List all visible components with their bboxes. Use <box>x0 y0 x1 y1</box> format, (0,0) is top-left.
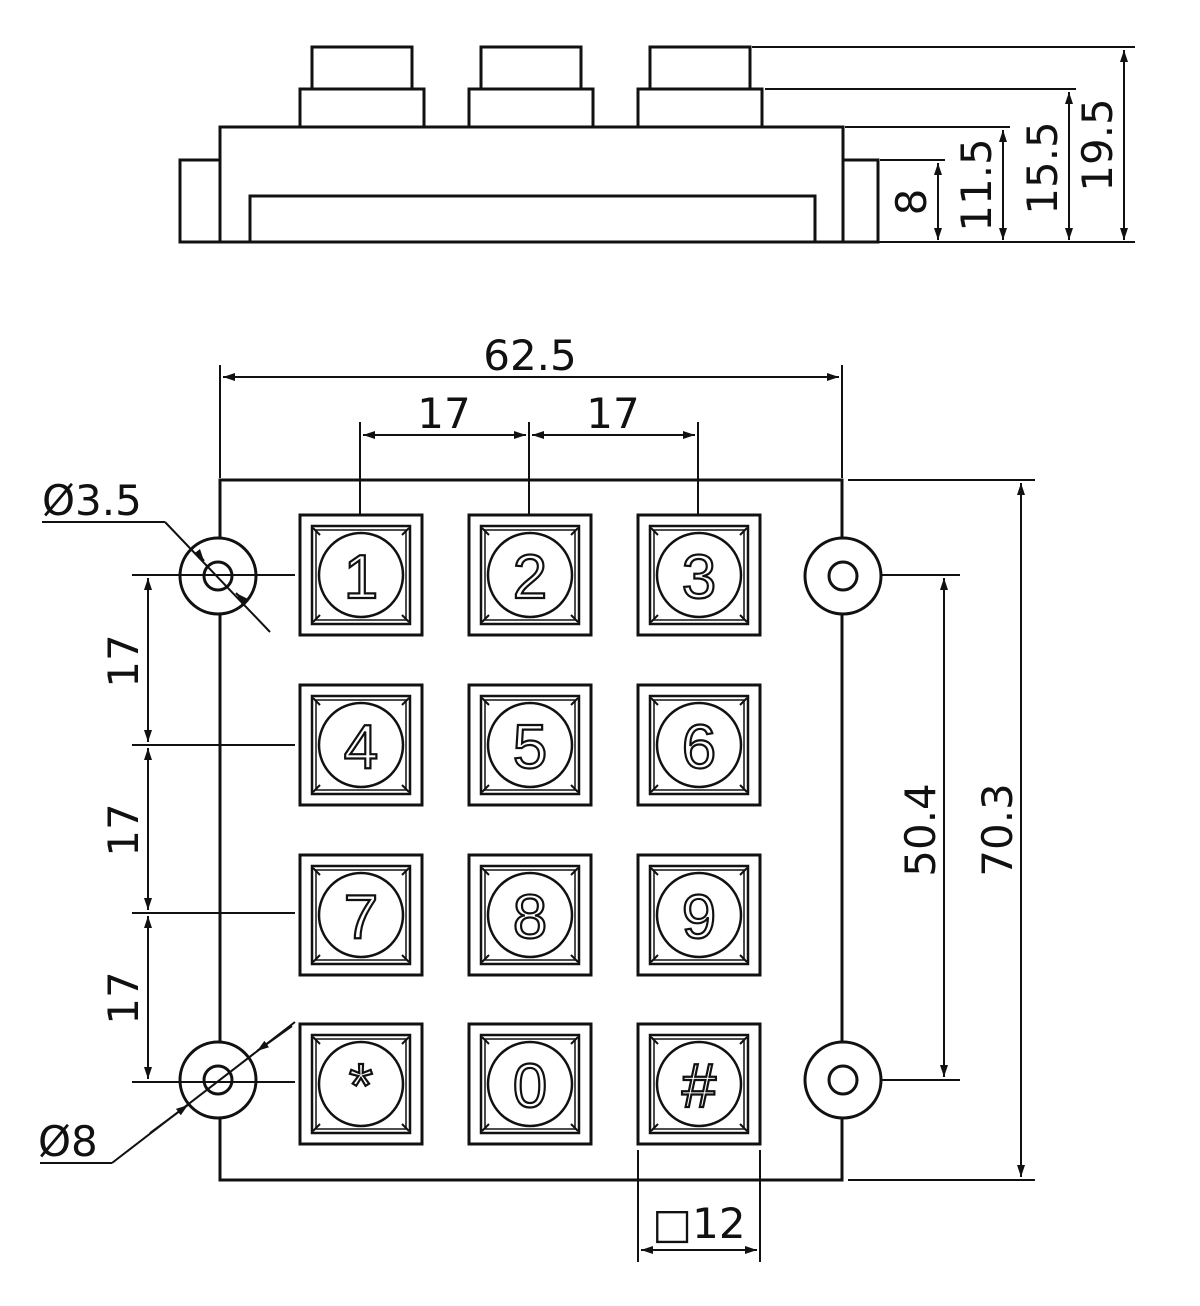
dim-label-pitch-1: 17 <box>417 389 470 438</box>
key-7: 7 <box>298 853 424 977</box>
key-label-5: 5 <box>513 713 547 782</box>
key-1: 1 <box>298 513 424 637</box>
dim-label-hole-diameter: Ø3.5 <box>42 476 142 525</box>
mounting-hole-bl <box>178 1040 258 1120</box>
dim-label-15-5: 15.5 <box>1018 121 1067 215</box>
dim-label-11-5: 11.5 <box>952 138 1001 232</box>
side-view-dim-labels: 8 11.5 15.5 19.5 <box>887 98 1122 232</box>
side-key-cap-2 <box>479 45 583 91</box>
key-face-0 <box>486 1040 574 1128</box>
key-label-8: 8 <box>513 883 547 952</box>
key-label-6: 6 <box>682 713 716 782</box>
key-6: 6 <box>636 683 762 807</box>
key-face-2 <box>486 531 574 619</box>
side-key-cap-3 <box>648 45 752 91</box>
key-face-hash <box>655 1040 743 1128</box>
key-face-8 <box>486 871 574 959</box>
key-2: 2 <box>467 513 593 637</box>
dim-label-boss-diameter: Ø8 <box>38 1117 98 1166</box>
key-face-9 <box>655 871 743 959</box>
key-label-2: 2 <box>513 543 547 612</box>
dim-label-62-5: 62.5 <box>483 331 577 380</box>
key-label-star: * <box>349 1052 373 1121</box>
key-label-9: 9 <box>682 883 716 952</box>
dim-label-row-2: 17 <box>99 803 148 856</box>
key-label-7: 7 <box>344 883 378 952</box>
side-body-outline <box>178 125 880 244</box>
key-face-3 <box>655 531 743 619</box>
top-view-dim-labels: 62.5 17 17 17 17 17 50.4 70.3 □12 Ø3.5 Ø… <box>38 331 1022 1248</box>
dim-label-pitch-2: 17 <box>586 389 639 438</box>
dim-label-key-size: □12 <box>652 1199 745 1248</box>
mounting-hole-tr <box>803 536 883 616</box>
key-face-5 <box>486 701 574 789</box>
key-label-4: 4 <box>344 713 378 782</box>
key-face-star <box>317 1040 405 1128</box>
side-connector-slot <box>248 194 817 242</box>
key-0: 0 <box>467 1022 593 1146</box>
dim-label-50-4: 50.4 <box>896 783 945 877</box>
key-5: 5 <box>467 683 593 807</box>
dim-label-row-3: 17 <box>99 971 148 1024</box>
keypad-plate <box>218 478 844 1182</box>
key-hash: # <box>636 1022 762 1146</box>
dim-label-70-3: 70.3 <box>973 783 1022 877</box>
top-view: 1 2 3 4 5 6 7 8 9 * 0 # <box>178 478 883 1182</box>
keypad-keys: 1 2 3 4 5 6 7 8 9 * 0 # <box>298 513 762 1146</box>
leader-hole-diameter <box>164 521 271 633</box>
key-label-1: 1 <box>344 543 378 612</box>
side-view-dimensions <box>752 46 1135 243</box>
key-star: * <box>298 1022 424 1146</box>
key-face-7 <box>317 871 405 959</box>
key-8: 8 <box>467 853 593 977</box>
key-label-hash: # <box>682 1052 717 1121</box>
side-key-base-3 <box>636 87 764 129</box>
key-3: 3 <box>636 513 762 637</box>
key-label-3: 3 <box>682 543 716 612</box>
key-label-0: 0 <box>513 1052 547 1121</box>
key-face-4 <box>317 701 405 789</box>
dim-label-row-1: 17 <box>99 634 148 687</box>
mounting-hole-br <box>803 1040 883 1120</box>
dim-label-19-5: 19.5 <box>1073 98 1122 192</box>
side-view <box>178 45 880 244</box>
top-view-dimensions <box>40 365 1035 1262</box>
dim-label-8: 8 <box>887 189 936 216</box>
key-9: 9 <box>636 853 762 977</box>
key-face-6 <box>655 701 743 789</box>
side-key-cap-1 <box>310 45 414 91</box>
side-key-base-2 <box>467 87 595 129</box>
side-key-base-1 <box>298 87 426 129</box>
key-face-1 <box>317 531 405 619</box>
key-4: 4 <box>298 683 424 807</box>
